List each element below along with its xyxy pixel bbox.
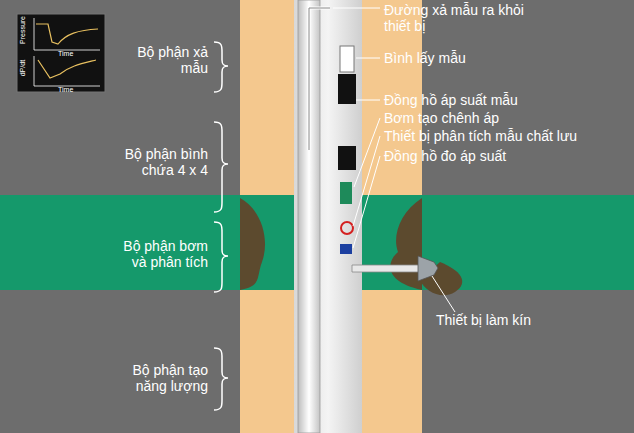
exhaust-line [309,8,330,150]
part-label: Bơm tạo chênh áp [384,110,624,126]
part-label: Đồng hồ đo áp suất [384,148,624,164]
fluid-analyzer [341,222,353,234]
section-label: Bộ phận bình chứa 4 x 4 [110,146,208,178]
axis-label: Time [58,50,98,58]
exhaust-line [309,8,330,150]
sample-pressure-gauge [338,146,356,170]
part-label: Thiết bị phân tích mẫu chất lưu [384,128,629,144]
axis-label: dP/dt [19,48,27,88]
sample-chamber [338,74,356,104]
part-label: Đồng hồ áp suất mẫu [384,92,624,108]
section-label: Bộ phận tạo năng lượng [110,362,208,394]
axis-label: Time [58,86,98,94]
part-label: Thiết bị làm kín [436,312,626,328]
invaded-zone [240,198,265,290]
section-label: Bộ phận bơm và phân tích [110,238,208,270]
packer [418,256,438,281]
axis-label: Pressure [19,10,27,50]
brace [214,42,228,410]
pressure-gauge [340,244,352,254]
pressure-pump [340,182,352,204]
part-label: Đường xả mẫu ra khỏi thiết bị [384,2,524,34]
probe [352,265,420,272]
tool-body [294,0,362,433]
part-label: Bình lấy mẫu [384,50,624,66]
invaded-zone [390,198,422,290]
section-label: Bộ phận xả mẫu [110,44,208,76]
sample-bottle [340,46,354,72]
inset-charts [17,14,105,92]
